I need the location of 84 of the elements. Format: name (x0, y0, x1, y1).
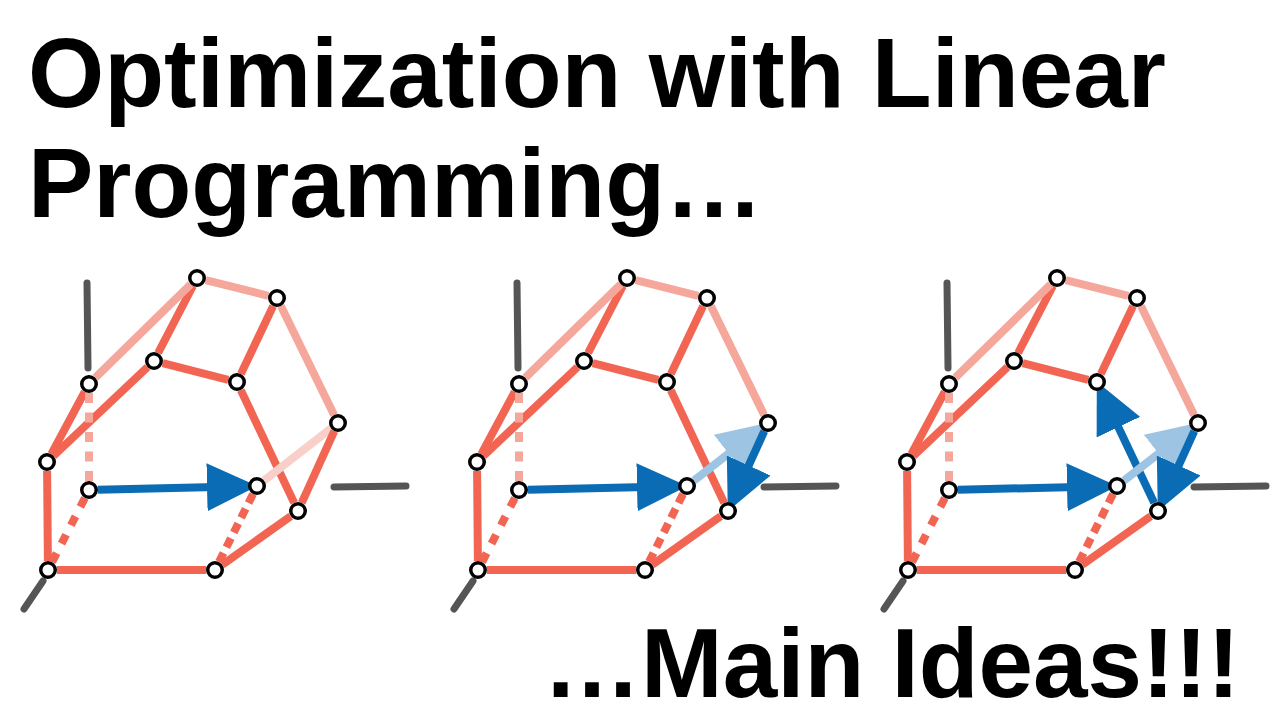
vertex-circle (759, 414, 777, 432)
edge-line (907, 390, 949, 456)
edge-line (154, 284, 197, 355)
dashed-edge-line (515, 393, 523, 481)
edge-line (477, 390, 519, 456)
edge-line (237, 304, 277, 376)
vertex-circle (289, 502, 307, 520)
subtitle: …Main Ideas!!! (543, 613, 1240, 713)
edge-line (1021, 359, 1090, 384)
vertex-circle (719, 502, 737, 520)
edge-line (43, 470, 52, 562)
edge-line (92, 281, 194, 381)
vertex-circle (39, 561, 57, 579)
vertex-circle (1066, 561, 1084, 579)
dashed-edge-line (215, 492, 257, 564)
edge-line (47, 390, 89, 456)
edge-line (1014, 284, 1057, 355)
edge-line (57, 566, 206, 574)
dashed-edge-line (478, 496, 519, 564)
edge-line (261, 425, 334, 484)
edge-line (1079, 512, 1154, 569)
vertex-circle (248, 477, 266, 495)
edge-line (591, 359, 660, 384)
vertex-circle (510, 481, 528, 499)
edge-line (237, 388, 298, 505)
vertex-circle (636, 561, 654, 579)
vertex-circle (329, 414, 347, 432)
edge-line (634, 276, 700, 300)
vertex-circle (940, 481, 958, 499)
vertex-circle (1005, 352, 1023, 370)
edge-line (480, 364, 581, 459)
vertex-circle (658, 373, 676, 391)
edge-line (707, 304, 768, 417)
vertex-circle (228, 373, 246, 391)
edge-line (910, 364, 1011, 459)
edge-line (584, 284, 627, 355)
vertex-circle (469, 561, 487, 579)
edge-line (277, 304, 338, 417)
dashed-edge-line (1075, 492, 1117, 564)
vertex-circle (188, 269, 206, 287)
title: Optimization with Linear Programming… (28, 18, 1167, 238)
dashed-edge-line (908, 496, 949, 564)
vertex-circle (80, 481, 98, 499)
edge-line (1137, 304, 1198, 417)
vertex-circle (898, 453, 916, 471)
vertex-circle (1149, 502, 1167, 520)
edge-line (649, 512, 724, 569)
edge-line (487, 566, 636, 574)
vertex-circle (1048, 269, 1066, 287)
edge-line (952, 281, 1054, 381)
vertex-circle (899, 561, 917, 579)
vertex-circle (206, 561, 224, 579)
vertex-circle (510, 375, 528, 393)
dashed-edge-line (85, 393, 93, 481)
vertex-circle (940, 375, 958, 393)
edge-line (204, 276, 270, 300)
vertex-circle (145, 352, 163, 370)
dashed-edge-line (945, 393, 953, 481)
edge-line (473, 470, 482, 562)
edge-line (667, 388, 728, 505)
edge-line (298, 429, 338, 505)
edge-line (50, 364, 151, 459)
edge-line (1064, 276, 1130, 300)
vertex-circle (1088, 373, 1106, 391)
edge-line (903, 470, 912, 562)
vertex-circle (618, 269, 636, 287)
edge-line (667, 304, 707, 376)
edge-line (219, 512, 294, 569)
vertex-circle (268, 289, 286, 307)
vertex-circle (678, 477, 696, 495)
dashed-edge-line (645, 492, 687, 564)
vertex-circle (80, 375, 98, 393)
vertex-circle (575, 352, 593, 370)
vertex-circle (1108, 477, 1126, 495)
vertex-circle (1189, 414, 1207, 432)
vertex-circle (468, 453, 486, 471)
edge-line (1097, 304, 1137, 376)
edge-line (522, 281, 624, 381)
vertex-circle (698, 289, 716, 307)
vertex-circle (38, 453, 56, 471)
edge-line (917, 566, 1066, 574)
vertex-circle (1128, 289, 1146, 307)
dashed-edge-line (48, 496, 89, 564)
edge-line (161, 359, 230, 384)
